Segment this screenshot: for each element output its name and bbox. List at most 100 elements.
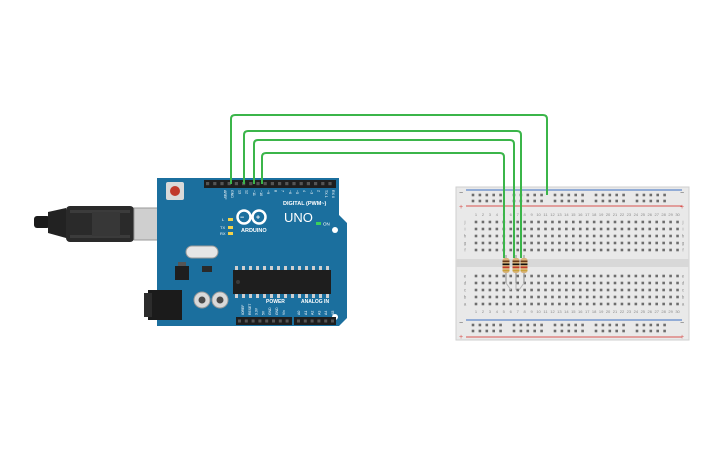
breadboard-hole[interactable] (523, 227, 526, 231)
breadboard-hole[interactable] (635, 329, 639, 333)
breadboard-hole[interactable] (488, 288, 492, 292)
breadboard-hole[interactable] (572, 288, 575, 292)
breadboard-hole[interactable] (485, 199, 489, 203)
breadboard-hole[interactable] (502, 288, 506, 292)
resistor-2[interactable] (512, 255, 520, 283)
breadboard-hole[interactable] (613, 227, 617, 231)
breadboard-hole[interactable] (592, 227, 596, 231)
resistor-1[interactable] (502, 255, 510, 283)
breadboard-hole[interactable] (540, 199, 543, 203)
breadboard-hole[interactable] (537, 227, 540, 231)
breadboard-hole[interactable] (655, 248, 658, 252)
breadboard-hole[interactable] (634, 302, 638, 306)
power-pin-hole[interactable] (278, 319, 282, 323)
breadboard-hole[interactable] (634, 227, 638, 231)
breadboard-hole[interactable] (572, 220, 575, 224)
breadboard-hole[interactable] (642, 199, 646, 203)
breadboard-hole[interactable] (478, 199, 482, 203)
header-pin-hole[interactable] (328, 182, 332, 186)
breadboard-hole[interactable] (592, 302, 596, 306)
breadboard-hole[interactable] (530, 295, 533, 299)
breadboard-hole[interactable] (578, 295, 582, 299)
breadboard-hole[interactable] (499, 199, 502, 203)
breadboard-hole[interactable] (558, 295, 561, 299)
breadboard-hole[interactable] (544, 274, 547, 278)
breadboard-hole[interactable] (565, 302, 568, 306)
breadboard-hole[interactable] (594, 193, 598, 197)
breadboard-hole[interactable] (537, 288, 540, 292)
header-pin-hole[interactable] (314, 182, 318, 186)
breadboard-hole[interactable] (488, 295, 492, 299)
breadboard-hole[interactable] (474, 288, 478, 292)
breadboard-hole[interactable] (601, 199, 605, 203)
breadboard-hole[interactable] (551, 288, 554, 292)
breadboard-hole[interactable] (474, 234, 478, 238)
breadboard-hole[interactable] (649, 199, 653, 203)
breadboard-hole[interactable] (655, 288, 658, 292)
breadboard-hole[interactable] (585, 302, 589, 306)
breadboard-hole[interactable] (634, 220, 638, 224)
breadboard-hole[interactable] (537, 248, 540, 252)
breadboard-hole[interactable] (572, 295, 575, 299)
wires[interactable] (230, 114, 548, 258)
breadboard-hole[interactable] (553, 323, 557, 327)
breadboard-hole[interactable] (509, 248, 513, 252)
breadboard-hole[interactable] (516, 227, 519, 231)
breadboard-hole[interactable] (502, 274, 506, 278)
breadboard-hole[interactable] (509, 227, 513, 231)
breadboard-hole[interactable] (516, 234, 519, 238)
breadboard-hole[interactable] (544, 248, 547, 252)
breadboard-hole[interactable] (478, 329, 482, 333)
wire-pin-11[interactable] (253, 139, 515, 258)
breadboard-hole[interactable] (606, 241, 610, 245)
breadboard-hole[interactable] (669, 234, 672, 238)
breadboard-hole[interactable] (481, 248, 485, 252)
power-pin-hole[interactable] (272, 319, 275, 323)
breadboard-hole[interactable] (662, 234, 665, 238)
power-pin-hole[interactable] (265, 319, 269, 323)
breadboard-hole[interactable] (581, 199, 584, 203)
breadboard-hole[interactable] (530, 234, 533, 238)
breadboard-hole[interactable] (560, 199, 564, 203)
breadboard-hole[interactable] (662, 302, 665, 306)
breadboard[interactable]: − + − + − + − + 112233445566778899101011… (455, 186, 690, 341)
breadboard-hole[interactable] (634, 241, 638, 245)
header-pin-hole[interactable] (234, 182, 238, 186)
breadboard-hole[interactable] (613, 248, 617, 252)
breadboard-hole[interactable] (655, 234, 658, 238)
breadboard-hole[interactable] (478, 323, 482, 327)
breadboard-hole[interactable] (565, 295, 568, 299)
breadboard-hole[interactable] (544, 220, 547, 224)
breadboard-hole[interactable] (613, 295, 617, 299)
header-pin-hole[interactable] (213, 182, 217, 186)
breadboard-hole[interactable] (615, 193, 618, 197)
breadboard-hole[interactable] (516, 274, 519, 278)
breadboard-hole[interactable] (655, 302, 658, 306)
breadboard-hole[interactable] (676, 227, 679, 231)
breadboard-hole[interactable] (662, 274, 665, 278)
breadboard-hole[interactable] (495, 234, 499, 238)
breadboard-hole[interactable] (558, 274, 561, 278)
breadboard-hole[interactable] (572, 281, 575, 285)
breadboard-hole[interactable] (565, 220, 568, 224)
header-pin-hole[interactable] (206, 182, 210, 186)
breadboard-hole[interactable] (509, 220, 513, 224)
breadboard-hole[interactable] (558, 302, 561, 306)
breadboard-hole[interactable] (551, 220, 554, 224)
breadboard-hole[interactable] (544, 288, 547, 292)
breadboard-hole[interactable] (620, 295, 624, 299)
breadboard-hole[interactable] (572, 234, 575, 238)
breadboard-hole[interactable] (662, 288, 665, 292)
breadboard-hole[interactable] (599, 220, 603, 224)
breadboard-hole[interactable] (627, 281, 631, 285)
breadboard-hole[interactable] (512, 329, 516, 333)
header-pin-hole[interactable] (292, 182, 296, 186)
breadboard-hole[interactable] (635, 193, 639, 197)
breadboard-hole[interactable] (560, 329, 564, 333)
breadboard-hole[interactable] (585, 234, 589, 238)
header-pin-hole[interactable] (263, 182, 267, 186)
power-pin-hole[interactable] (238, 319, 241, 323)
breadboard-hole[interactable] (523, 248, 526, 252)
breadboard-hole[interactable] (615, 199, 618, 203)
breadboard-hole[interactable] (627, 227, 631, 231)
